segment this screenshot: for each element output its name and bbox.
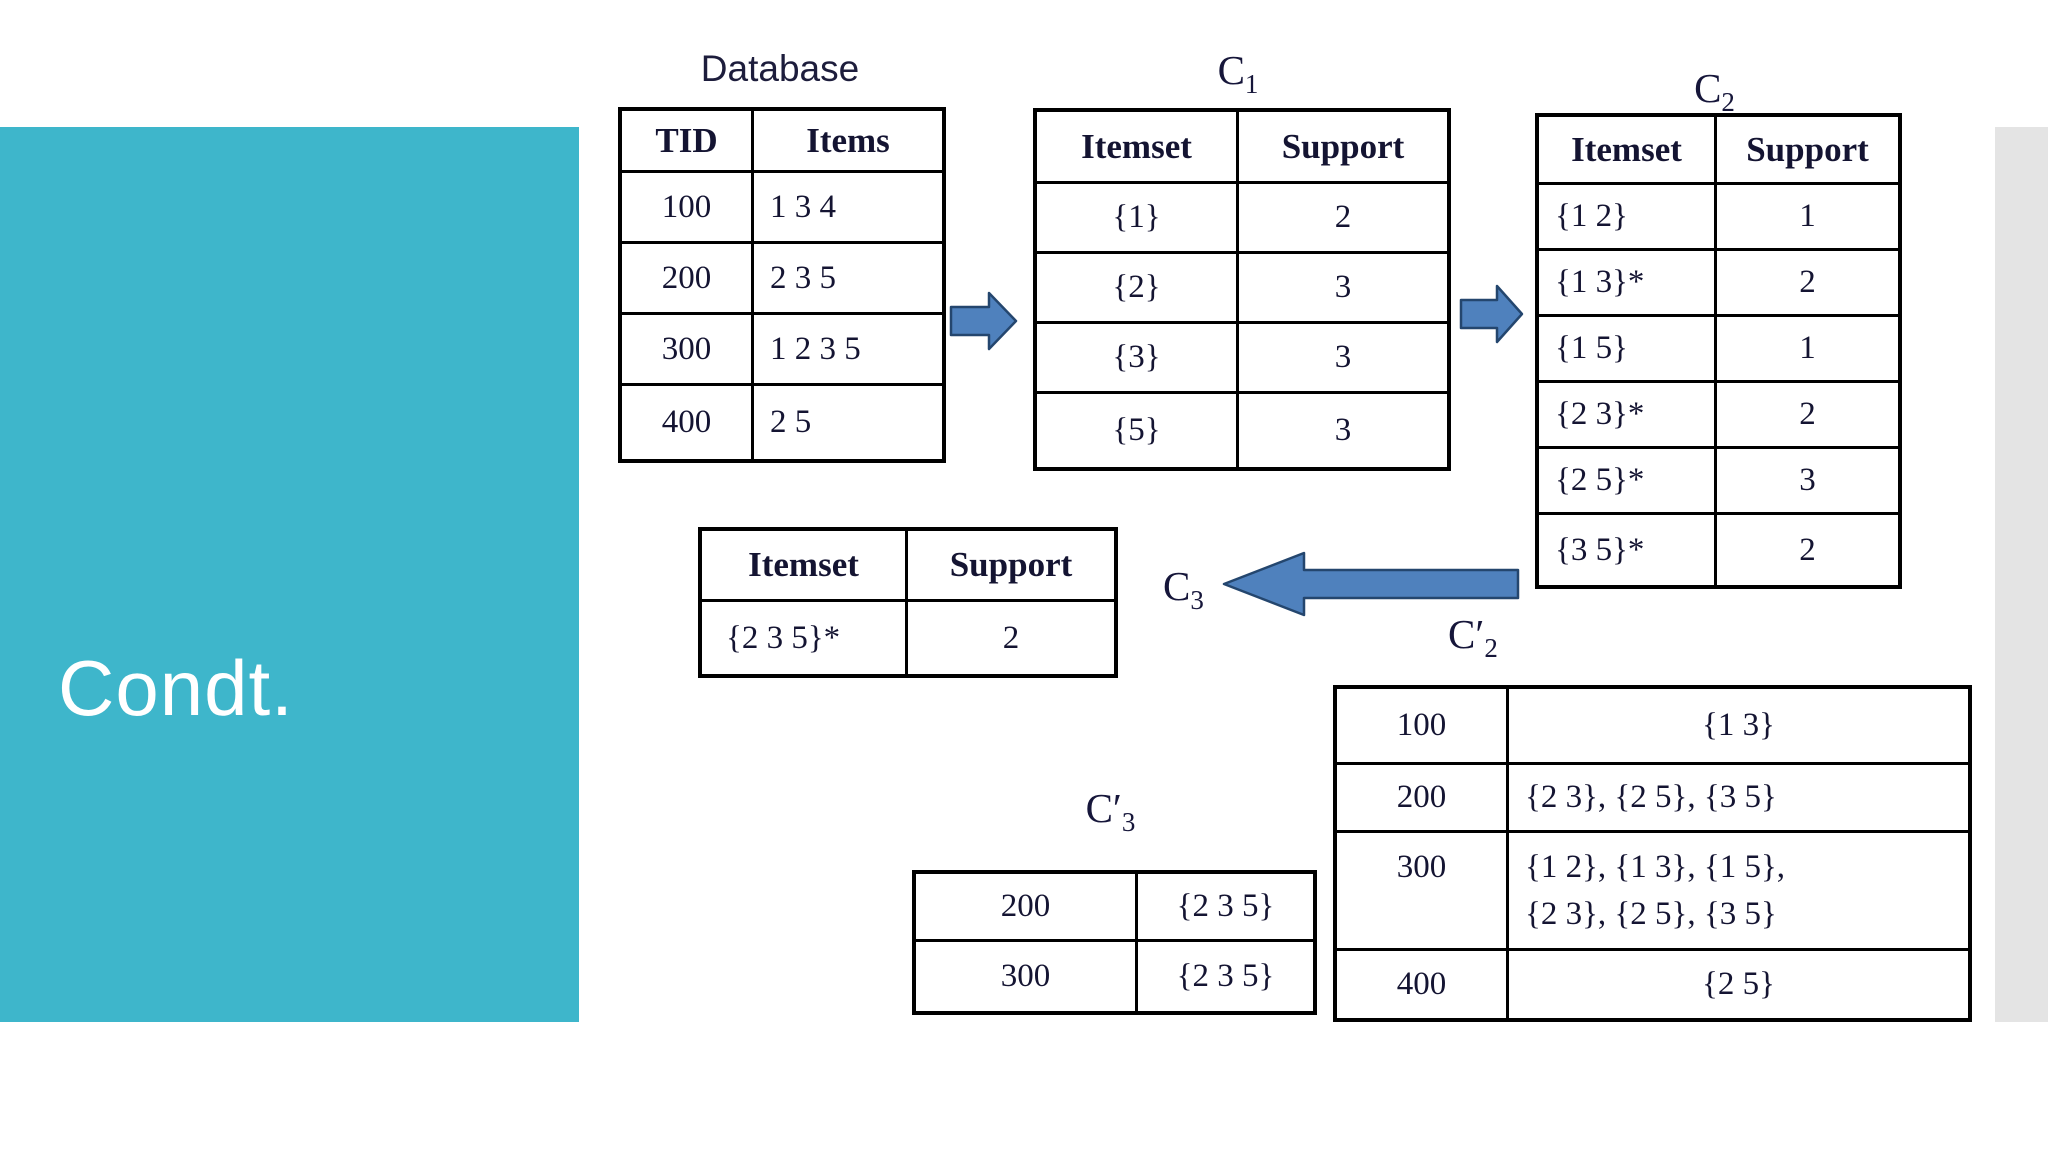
table-cell: 300 [622, 315, 754, 386]
c3-label: C3 [1163, 563, 1204, 616]
right-decor-strip [1995, 127, 2048, 1022]
table-cell: 200 [916, 874, 1138, 942]
table-cell: 2 3 5 [754, 244, 942, 315]
table-cell: 1 [1717, 185, 1898, 251]
table-cell: 200 [622, 244, 754, 315]
table-cell: {1 5} [1539, 317, 1717, 383]
table-cell: 2 [908, 602, 1114, 674]
table-cell: {3} [1037, 324, 1239, 394]
table-cell: 3 [1717, 449, 1898, 515]
column-header: Support [1239, 112, 1447, 184]
c3-scan-table: 200 {2 3 5} 300 {2 3 5} [912, 870, 1317, 1015]
table-cell: 1 2 3 5 [754, 315, 942, 386]
table-cell: {2 3}, {2 5}, {3 5} [1509, 765, 1968, 833]
table-cell: {2} [1037, 254, 1239, 324]
table-cell: 400 [1337, 951, 1509, 1018]
table-cell: 2 [1717, 383, 1898, 449]
block-arrow-left-icon [1222, 551, 1520, 617]
panel-title: Condt. [58, 644, 294, 732]
table-cell: 2 [1717, 515, 1898, 585]
table-cell: 3 [1239, 254, 1447, 324]
column-header: TID [622, 111, 754, 173]
table-cell: {1 3} [1509, 689, 1968, 765]
database-label: Database [700, 48, 860, 89]
table-cell: 3 [1239, 324, 1447, 394]
block-arrow-right-icon [949, 291, 1018, 351]
table-cell: {2 3 5} [1138, 942, 1313, 1011]
title-panel: Condt. [0, 127, 579, 1022]
table-cell: 2 5 [754, 386, 942, 459]
column-header: Support [1717, 117, 1898, 185]
table-cell: {1 3}* [1539, 251, 1717, 317]
table-cell: {2 3 5} [1138, 874, 1313, 942]
c2-scan-table: 100 {1 3} 200 {2 3}, {2 5}, {3 5} 300 {1… [1333, 685, 1972, 1022]
table-cell: 1 3 4 [754, 173, 942, 244]
table-cell: {3 5}* [1539, 515, 1717, 585]
table-cell: 100 [1337, 689, 1509, 765]
table-cell: 2 [1717, 251, 1898, 317]
table-cell: {2 3 5}* [702, 602, 908, 674]
table-cell: 3 [1239, 394, 1447, 467]
table-cell: {2 5} [1509, 951, 1968, 1018]
table-cell: 200 [1337, 765, 1509, 833]
l3-result-table: Itemset Support {2 3 5}* 2 [698, 527, 1118, 678]
c2-prime-label: C′2 [1448, 611, 1498, 664]
table-cell: {1 2}, {1 3}, {1 5}, {2 3}, {2 5}, {3 5} [1509, 833, 1968, 951]
c3-prime-label: C′3 [1085, 785, 1136, 838]
table-cell: {1} [1037, 184, 1239, 254]
column-header: Items [754, 111, 942, 173]
database-table: TID Items 100 1 3 4 200 2 3 5 300 1 2 3 … [618, 107, 946, 463]
block-arrow-right-icon [1459, 284, 1524, 344]
table-cell: 300 [1337, 833, 1509, 951]
multiline-itemsets: {1 2}, {1 3}, {1 5}, {2 3}, {2 5}, {3 5} [1525, 849, 1786, 932]
c2-label: C2 [1694, 65, 1735, 118]
table-cell: {1 2} [1539, 185, 1717, 251]
c2-table: Itemset Support {1 2} 1 {1 3}* 2 {1 5} 1… [1535, 113, 1902, 589]
table-cell: 300 [916, 942, 1138, 1011]
column-header: Support [908, 531, 1114, 602]
c1-table: Itemset Support {1} 2 {2} 3 {3} 3 {5} 3 [1033, 108, 1451, 471]
column-header: Itemset [1539, 117, 1717, 185]
table-cell: 100 [622, 173, 754, 244]
table-cell: {2 5}* [1539, 449, 1717, 515]
column-header: Itemset [1037, 112, 1239, 184]
table-cell: 400 [622, 386, 754, 459]
column-header: Itemset [702, 531, 908, 602]
table-cell: 2 [1239, 184, 1447, 254]
table-cell: {2 3}* [1539, 383, 1717, 449]
table-cell: 1 [1717, 317, 1898, 383]
c1-label: C1 [1217, 47, 1259, 100]
table-cell: {5} [1037, 394, 1239, 467]
